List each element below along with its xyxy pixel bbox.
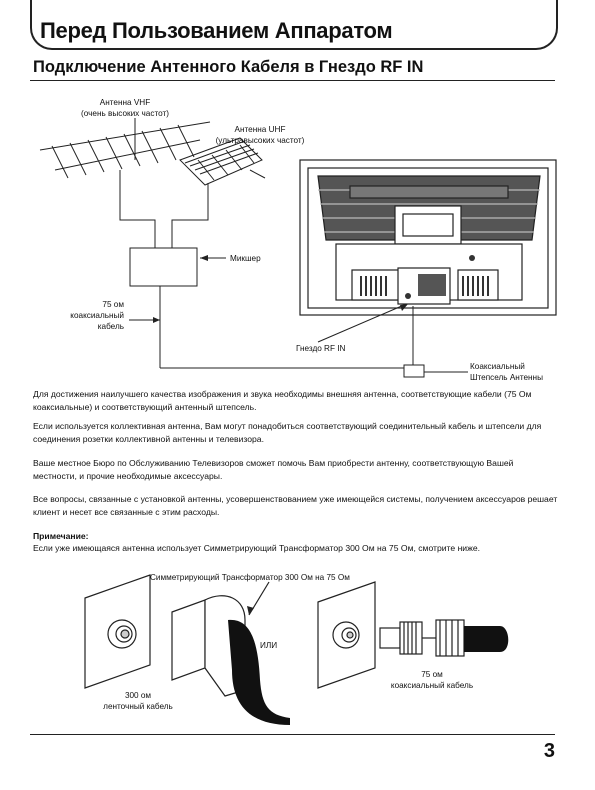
paragraph-3: Ваше местное Бюро по Обслуживанию Телеви… [33, 458, 514, 481]
footer-rule [30, 734, 555, 735]
paragraph-2: Если используется коллективная антенна, … [33, 421, 542, 444]
transformer-label: Симметрирующий Трансформатор 300 Ом на 7… [150, 573, 350, 582]
section-title: Подключение Антенного Кабеля в Гнездо RF… [33, 58, 424, 76]
coax-cable-icon [464, 626, 509, 652]
tv-vents [360, 255, 489, 299]
mixer-label: Микшер [230, 254, 261, 263]
vhf-label: Антенна VHF(очень высоких частот) [81, 98, 169, 118]
vhf-antenna-icon [39, 118, 211, 210]
note-text: Если уже имеющаяся антенна использует Си… [33, 543, 481, 553]
mixer-box [129, 247, 198, 287]
or-label: ИЛИ [260, 641, 278, 650]
uhf-label: Антенна UHF(ультравысоких частот) [215, 125, 305, 145]
rf-in-label: Гнездо RF IN [296, 344, 346, 353]
paragraph-1: Для достижения наилучшего качества изобр… [33, 389, 532, 412]
page-number: 3 [543, 740, 555, 762]
paragraph-4: Все вопросы, связанные с установкой анте… [33, 494, 558, 517]
wall-socket-left [84, 574, 151, 689]
uhf-antenna-icon [179, 137, 266, 210]
note-title: Примечание: [33, 531, 89, 541]
wall-socket-right [317, 581, 376, 689]
section-rule [30, 80, 555, 81]
header-frame [30, 0, 558, 50]
ribbon-cable-icon [228, 619, 290, 725]
coax-plug-icon [403, 364, 425, 378]
page-title: Перед Пользованием Аппаратом [40, 18, 393, 43]
